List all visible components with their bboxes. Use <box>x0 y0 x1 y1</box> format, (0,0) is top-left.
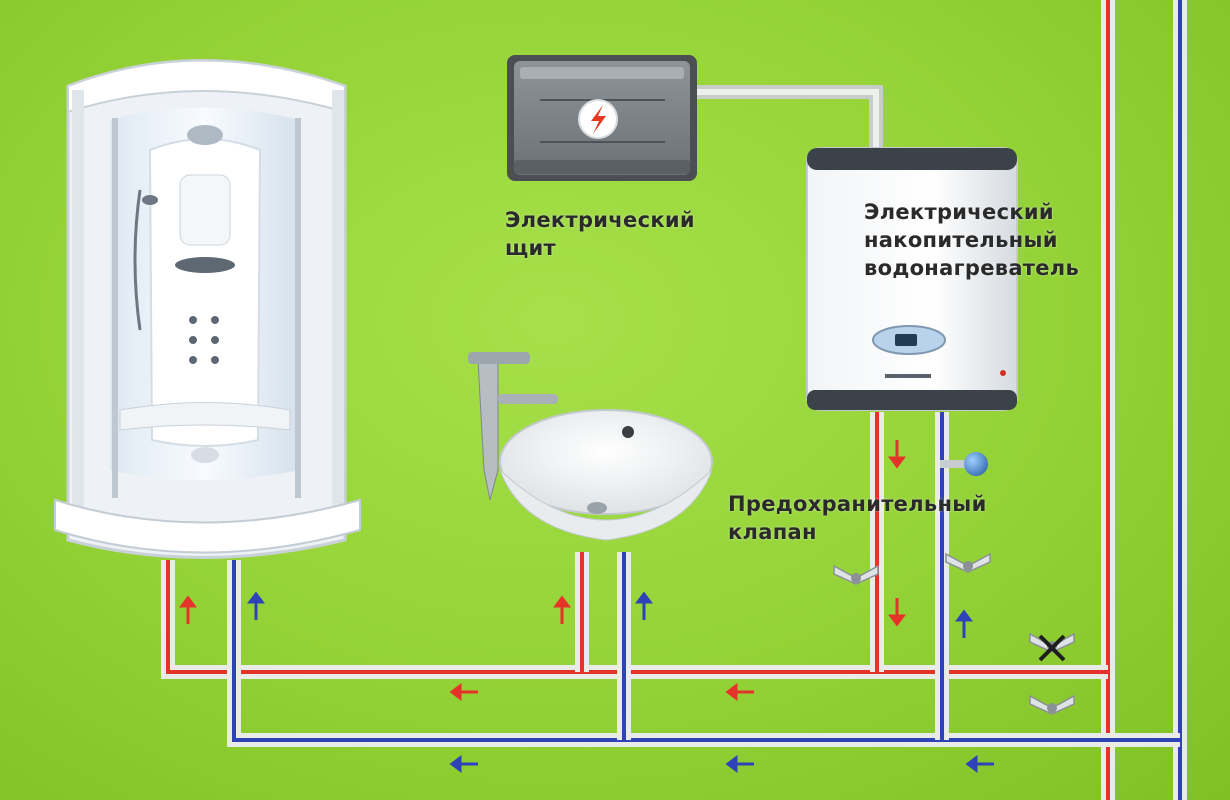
heater-display <box>872 325 946 355</box>
arrow-icon <box>965 755 994 773</box>
panel-label-line-1: Электрический <box>505 208 695 232</box>
hot-main-pipe <box>161 560 1108 679</box>
valve-icon <box>945 552 991 573</box>
cold-water-pipes <box>227 0 1187 800</box>
valve-icon <box>1029 694 1075 715</box>
heater-label-line-3: водонагреватель <box>864 256 1080 280</box>
arrow-icon <box>725 683 754 701</box>
flow-arrows <box>179 440 994 773</box>
arrow-icon <box>725 755 754 773</box>
arrow-icon <box>888 598 906 627</box>
valve-label-line-1: Предохранительный <box>728 492 987 516</box>
valve-icon <box>833 564 879 585</box>
water-heater <box>806 147 1018 411</box>
arrow-icon <box>553 595 571 624</box>
panel-label-line-2: щит <box>505 236 557 260</box>
arrow-icon <box>449 755 478 773</box>
arrow-icon <box>449 683 478 701</box>
hot-water-pipes <box>161 0 1115 800</box>
valve-label-line-2: клапан <box>728 520 817 544</box>
cable-duct <box>690 85 883 150</box>
cold-main-pipe <box>227 560 1180 747</box>
lightning-icon <box>578 99 618 139</box>
valve-label: Предохранительный клапан <box>728 490 987 546</box>
arrow-icon <box>247 591 265 620</box>
valves <box>833 552 1075 715</box>
panel-label: Электрический щит <box>505 206 695 262</box>
heater-label: Электрический накопительный водонагреват… <box>864 198 1079 282</box>
arrow-icon <box>888 440 906 469</box>
heater-label-line-1: Электрический <box>864 200 1054 224</box>
heater-label-line-2: накопительный <box>864 228 1058 252</box>
pipe-network <box>161 0 1187 800</box>
shower-cabin <box>54 59 361 559</box>
valve-icon <box>1029 632 1075 662</box>
arrow-icon <box>635 591 653 620</box>
arrow-icon <box>179 595 197 624</box>
sink <box>468 352 713 541</box>
electrical-panel <box>507 55 697 181</box>
arrow-icon <box>955 609 973 638</box>
safety-valve-icon <box>940 452 988 476</box>
